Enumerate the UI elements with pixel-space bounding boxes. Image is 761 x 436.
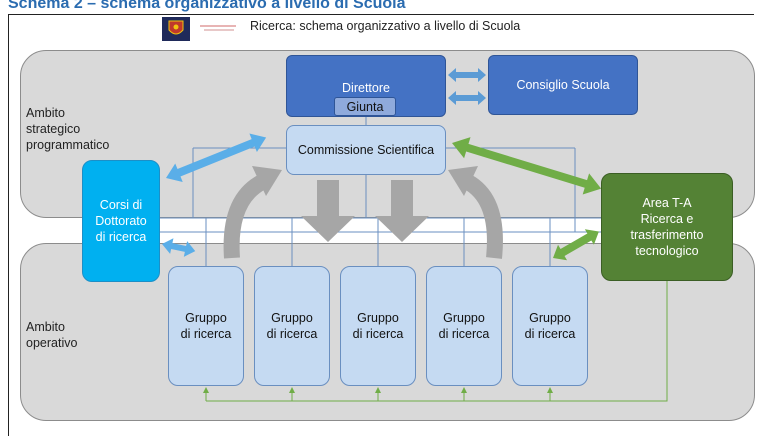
operative-zone-label: Ambito operativo	[26, 320, 78, 350]
commissione-label: Commissione Scientifica	[297, 143, 435, 157]
corsi-label-line: Corsi di	[99, 198, 143, 212]
area-ta-label-line: tecnologico	[635, 244, 699, 258]
commissione-area-arrow	[452, 137, 602, 195]
gray-curved-arrows	[223, 174, 503, 259]
area-gruppi-arrow	[553, 229, 599, 261]
area-ta-label-line: Area T-A	[642, 196, 692, 210]
corsi-dottorato-box: Corsi di Dottorato di ricerca	[82, 160, 160, 282]
corsi-gruppi-arrow	[162, 238, 196, 257]
giunta-label: Giunta	[346, 99, 384, 114]
consiglio-scuola-box: Consiglio Scuola	[488, 55, 638, 115]
header-title: Schema 2 – schema organizzativo a livell…	[8, 0, 406, 12]
strategic-zone-label: Ambito strategico programmatico	[26, 106, 110, 152]
giunta-box: Giunta	[334, 97, 396, 116]
area-ta-label-line: Ricerca e	[640, 212, 694, 226]
slide-frame	[8, 14, 754, 436]
direttore-label: Direttore	[342, 81, 390, 95]
gray-down-arrows	[301, 180, 429, 242]
area-ta-label-line: trasferimento	[630, 228, 704, 242]
area-ta-box: Area T-A Ricerca e trasferimento tecnolo…	[601, 173, 733, 281]
feedback-line	[203, 281, 668, 402]
slide-title: Ricerca: schema organizzativo a livello …	[250, 19, 521, 33]
university-logo	[162, 17, 190, 41]
corsi-label-line: di ricerca	[95, 230, 147, 244]
commissione-scientifica-box: Commissione Scientifica	[286, 125, 446, 175]
direttore-consiglio-arrows	[448, 68, 486, 105]
consiglio-label: Consiglio Scuola	[516, 78, 610, 92]
corsi-label-line: Dottorato	[95, 214, 147, 228]
corsi-commissione-arrow	[166, 133, 267, 183]
logo-wordmark	[200, 25, 236, 31]
